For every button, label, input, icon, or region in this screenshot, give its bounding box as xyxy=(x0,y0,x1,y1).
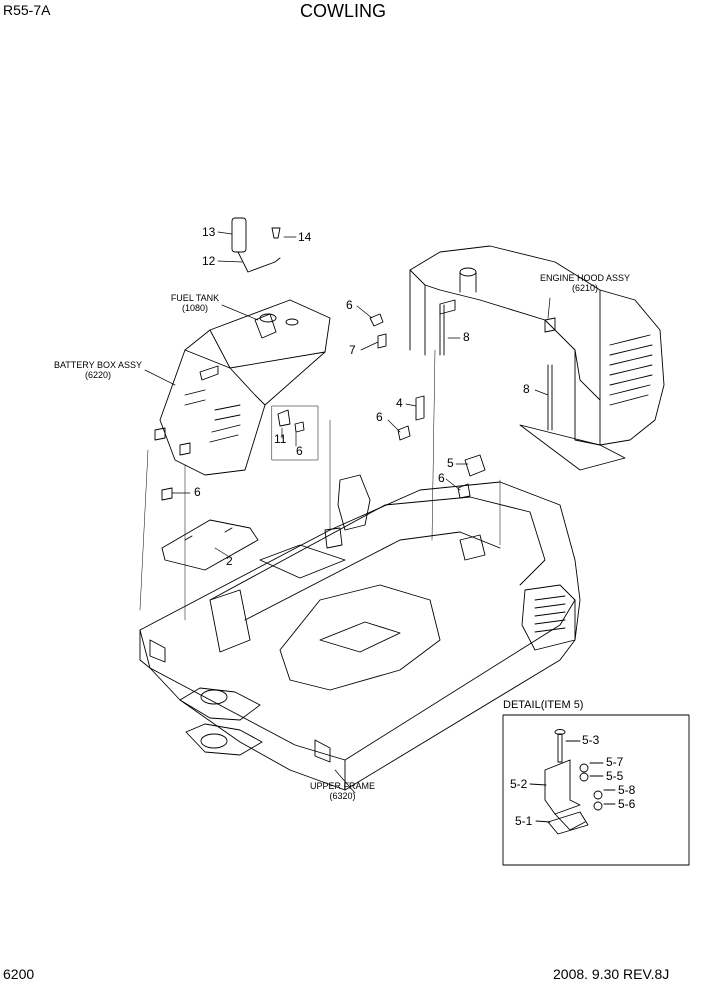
callout-6-bracket-bolt: 6 xyxy=(376,410,383,424)
engine-hood-code: (6210) xyxy=(571,283,598,293)
leader-lines xyxy=(144,231,551,794)
page-number: 6200 xyxy=(3,966,35,982)
callout-6-hood-bolt: 6 xyxy=(346,298,353,312)
battery-box-code: (6220) xyxy=(84,370,111,380)
battery-box-name: BATTERY BOX ASSY xyxy=(53,360,143,370)
page-title: COWLING xyxy=(300,1,387,21)
callout-13: 13 xyxy=(202,225,216,239)
callout-8-right: 8 xyxy=(523,382,530,396)
detail-item5-drawing xyxy=(502,714,690,866)
fuel-tank-code: (1080) xyxy=(181,303,208,313)
battery-box-cover-drawing xyxy=(154,299,331,476)
engine-hood-drawing xyxy=(409,245,665,471)
detail-callout-5-5: 5-5 xyxy=(606,769,624,783)
callout-8-left: 8 xyxy=(463,330,470,344)
detail-callout-5-3: 5-3 xyxy=(582,733,600,747)
callout-11: 11 xyxy=(274,432,287,446)
gas-springs-drawing xyxy=(439,304,553,431)
hardware-drawing xyxy=(161,313,486,501)
callout-5: 5 xyxy=(447,456,454,470)
projection-lines xyxy=(139,349,501,621)
callout-6-plate-bolt: 6 xyxy=(194,485,201,499)
callout-6-item5-bolt: 6 xyxy=(438,471,445,485)
callout-7: 7 xyxy=(349,343,356,357)
battery-box-label: BATTERY BOX ASSY (6220) xyxy=(38,360,158,380)
detail-title: DETAIL(ITEM 5) xyxy=(503,699,584,711)
detail-callout-5-2: 5-2 xyxy=(510,777,528,791)
date-revision: 2008. 9.30 REV.8J xyxy=(553,966,670,982)
mounting-plate-drawing xyxy=(161,519,259,571)
detail-callout-5-8: 5-8 xyxy=(618,783,636,797)
fuel-tank-name: FUEL TANK xyxy=(170,293,220,303)
model-code: R55-7A xyxy=(3,2,51,18)
detail-callout-5-7: 5-7 xyxy=(606,755,624,769)
detail-callout-5-1: 5-1 xyxy=(515,814,533,828)
engine-hood-label: ENGINE HOOD ASSY (6210) xyxy=(520,273,650,293)
callout-12: 12 xyxy=(202,254,216,268)
fuel-tank-label: FUEL TANK (1080) xyxy=(145,293,245,313)
callout-14: 14 xyxy=(298,230,312,244)
detail-callout-5-6: 5-6 xyxy=(618,797,636,811)
upper-frame-name: UPPER FRAME xyxy=(309,781,375,791)
fuel-gauge-drawing xyxy=(231,217,281,273)
callout-4: 4 xyxy=(396,396,403,410)
engine-hood-name: ENGINE HOOD ASSY xyxy=(539,273,631,283)
upper-frame-label: UPPER FRAME (6320) xyxy=(295,781,390,801)
callout-6-clamp-bolt: 6 xyxy=(296,444,303,458)
callout-2: 2 xyxy=(226,554,233,568)
upper-frame-code: (6320) xyxy=(329,791,356,801)
